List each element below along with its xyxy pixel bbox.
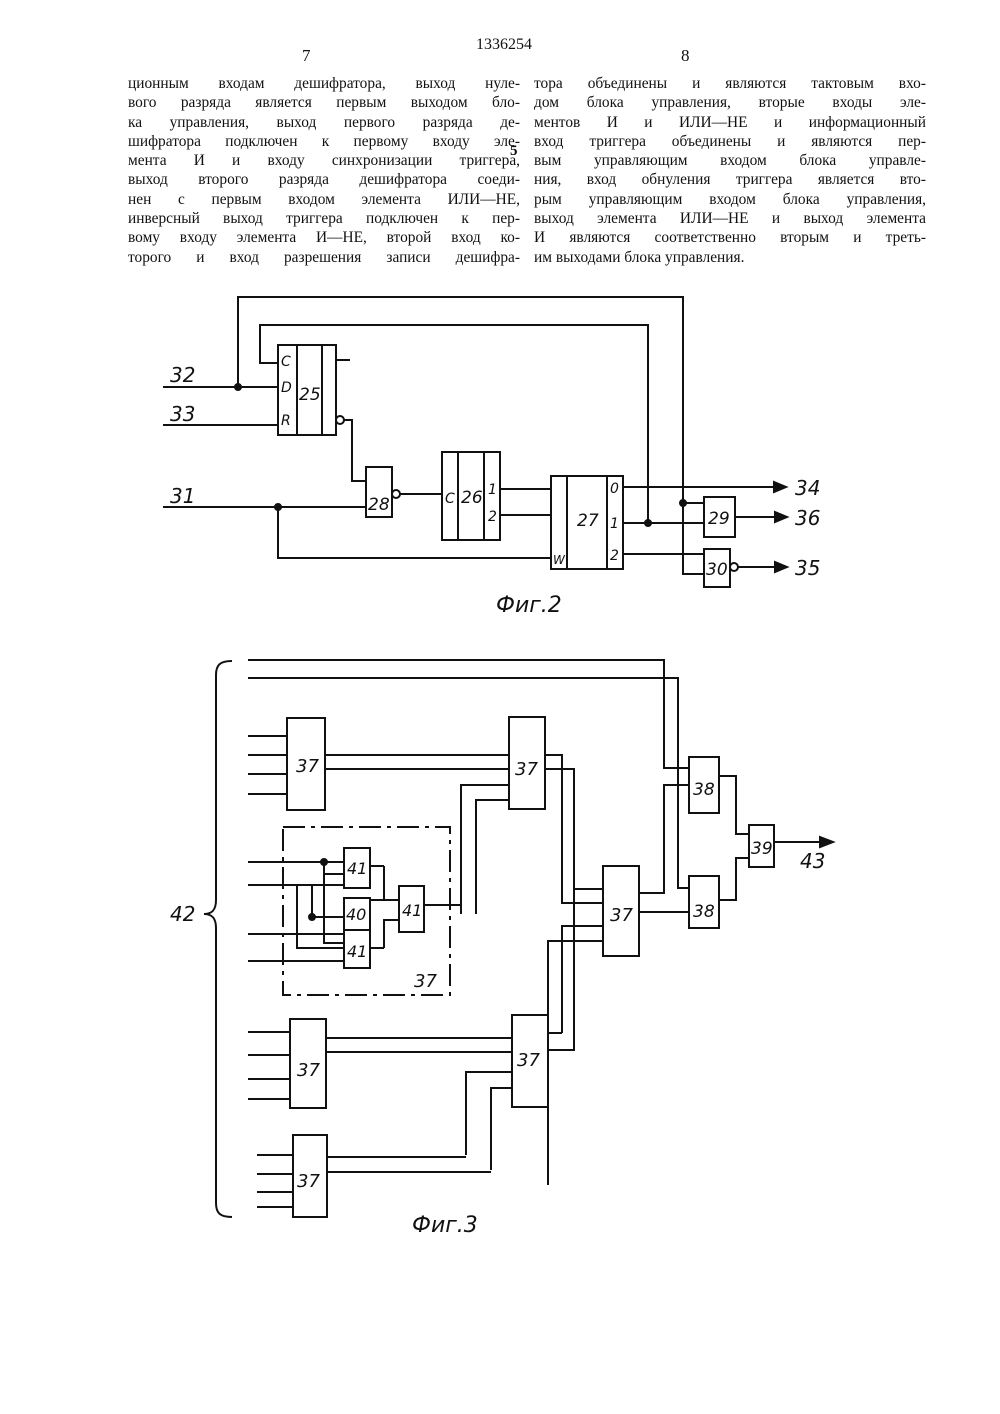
wire-internal (384, 920, 399, 948)
bus-brace (204, 661, 232, 1217)
label-block-37: 37 (515, 759, 538, 780)
wire-link (491, 1088, 512, 1170)
wire-link (719, 776, 749, 834)
label-output-43: 43 (800, 849, 825, 873)
wire-link (562, 926, 603, 1033)
label-block-37: 37 (610, 905, 633, 926)
wire-link (545, 769, 603, 889)
arrow-head (820, 837, 833, 847)
label-block-41: 41 (347, 942, 367, 961)
wire-link (476, 800, 509, 914)
wire-link (466, 1072, 512, 1155)
wire-link (548, 941, 603, 1185)
wire-internal (312, 885, 344, 917)
label-block-37: 37 (414, 971, 437, 992)
label-bus-42: 42 (170, 902, 195, 926)
label-block-41: 41 (402, 901, 422, 920)
label-block-37: 37 (296, 756, 319, 777)
wire-bus-top-1 (248, 660, 689, 768)
label-block-38: 38 (693, 902, 715, 922)
label-block-38: 38 (693, 780, 715, 800)
label-block-41: 41 (347, 859, 367, 878)
junction-dot (321, 859, 327, 865)
label-block-40: 40 (346, 905, 366, 924)
figure-3-caption: Фиг.3 (412, 1213, 478, 1238)
label-block-37: 37 (297, 1060, 320, 1081)
wire-bus-top-2 (248, 678, 689, 888)
label-block-37: 37 (297, 1171, 320, 1192)
label-block-37: 37 (517, 1050, 540, 1071)
junction-dot (309, 914, 315, 920)
wire-link (639, 785, 689, 893)
label-block-39: 39 (751, 839, 773, 859)
wire-link (719, 858, 749, 900)
wire-link (461, 785, 509, 914)
